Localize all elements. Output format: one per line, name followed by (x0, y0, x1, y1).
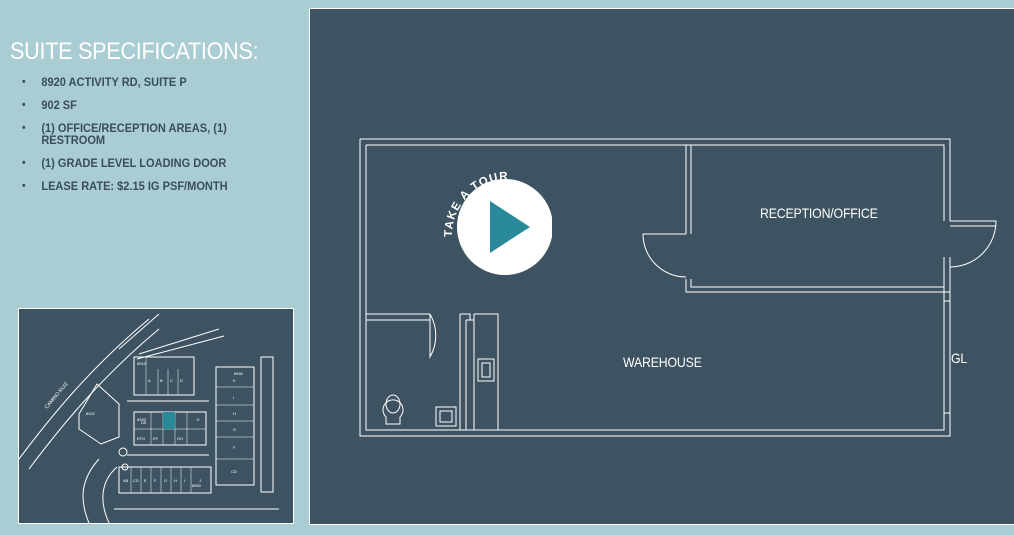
svg-text:8940: 8940 (234, 371, 244, 376)
road-label: CAMINO RUIZ (44, 381, 70, 410)
svg-text:I: I (233, 395, 234, 400)
svg-text:B: B (160, 378, 163, 383)
floor-plan-drawing (359, 138, 997, 437)
svg-text:8910: 8910 (137, 361, 147, 366)
svg-text:AB: AB (123, 478, 129, 483)
svg-text:E: E (144, 478, 147, 483)
svg-text:K: K (197, 417, 200, 422)
svg-text:DE: DE (141, 420, 147, 425)
spec-item-size: •902 SF (22, 98, 77, 112)
bullet-icon: • (22, 180, 26, 192)
svg-text:F: F (233, 445, 236, 450)
bullet-icon: • (22, 99, 26, 111)
svg-text:EF: EF (153, 436, 159, 441)
svg-text:K: K (233, 378, 236, 383)
svg-text:A: A (148, 378, 151, 383)
floor-plan-panel: RECEPTION/OFFICE WAREHOUSE GL TAKE A TOU… (309, 8, 1014, 525)
svg-text:CD: CD (231, 469, 237, 474)
svg-text:F: F (154, 478, 157, 483)
spec-item-loading-door: •(1) GRADE LEVEL LOADING DOOR (22, 156, 227, 170)
svg-text:H: H (174, 478, 177, 483)
play-icon[interactable]: TAKE A TOUR (432, 149, 553, 279)
site-map[interactable]: 8910 8940 8920 8922 8950 A B C D K I H G… (18, 308, 294, 524)
bullet-icon: • (22, 76, 26, 88)
take-a-tour-button[interactable]: TAKE A TOUR (432, 149, 553, 279)
specifications-list: •8920 ACTIVITY RD, SUITE P •902 SF •(1) … (22, 76, 282, 203)
suite-specifications-panel: SUITE SPECIFICATIONS: •8920 ACTIVITY RD,… (0, 0, 300, 535)
svg-text:I: I (184, 478, 185, 483)
svg-text:G: G (164, 478, 167, 483)
spec-item-address: •8920 ACTIVITY RD, SUITE P (22, 75, 187, 89)
spec-item-lease-rate: •LEASE RATE: $2.15 IG PSF/MONTH (22, 179, 228, 193)
specifications-title: SUITE SPECIFICATIONS: (10, 38, 259, 65)
site-map-drawing: 8910 8940 8920 8922 8950 A B C D K I H G… (18, 313, 279, 524)
svg-text:H: H (233, 411, 236, 416)
svg-text:G: G (233, 427, 236, 432)
site-map-highlight-suite (163, 412, 175, 429)
bullet-icon: • (22, 122, 26, 134)
svg-text:8920: 8920 (137, 417, 147, 422)
svg-text:J: J (199, 478, 201, 483)
bullet-icon: • (22, 157, 26, 169)
svg-text:EFG: EFG (137, 436, 145, 441)
svg-text:C: C (170, 378, 173, 383)
room-label-warehouse: WAREHOUSE (623, 354, 702, 370)
svg-text:D: D (180, 378, 183, 383)
spec-item-rooms: •(1) OFFICE/RECEPTION AREAS, (1) RESTROO… (22, 121, 227, 147)
svg-text:8950: 8950 (192, 483, 202, 488)
door-label-gl: GL (951, 350, 968, 366)
svg-text:GH: GH (177, 436, 183, 441)
room-label-reception: RECEPTION/OFFICE (760, 205, 878, 221)
svg-text:8922: 8922 (86, 411, 96, 416)
svg-text:CD: CD (133, 478, 139, 483)
